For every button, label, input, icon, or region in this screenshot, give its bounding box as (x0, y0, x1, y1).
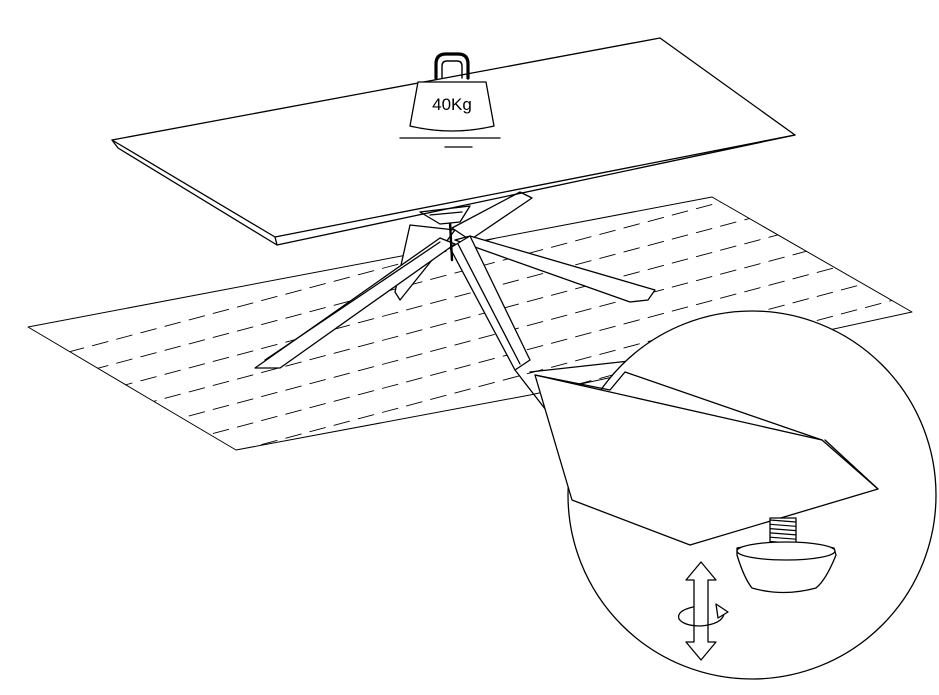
weight-icon: 40Kg (399, 52, 501, 148)
detail-view (534, 310, 937, 680)
adjustable-foot-pad (736, 541, 837, 594)
bolt-thread (769, 532, 797, 536)
weight-label: 40Kg (432, 95, 472, 114)
rotation-arrow-icon (677, 603, 729, 627)
vertical-double-arrow-icon (685, 561, 717, 661)
table-base (254, 191, 656, 371)
bolt-thread (769, 527, 797, 532)
bolt-thread (769, 519, 797, 523)
bolt-thread (769, 523, 797, 527)
floor-hatch-line (28, 197, 912, 438)
floor-hatch-line (28, 268, 912, 450)
bolt-thread (769, 536, 797, 540)
